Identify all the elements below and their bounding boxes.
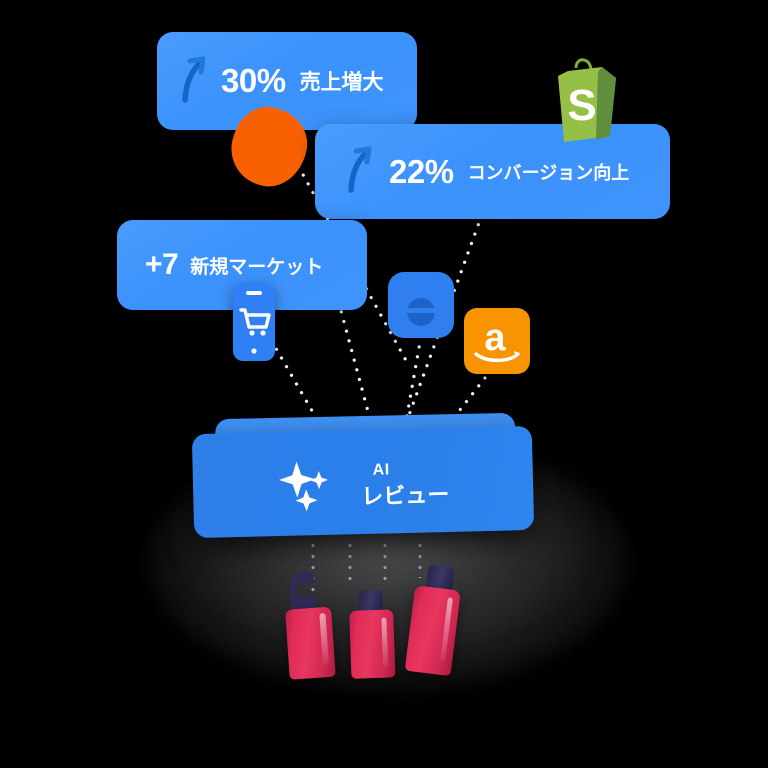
amazon-logo-letter: a [484,317,506,359]
amazon-logo-icon[interactable]: a [464,308,530,374]
trend-up-arrow-icon [177,54,211,109]
store-app-icon[interactable] [388,272,454,338]
mobile-shopping-cart-icon[interactable] [233,283,275,361]
stat-value-conversion: 22% [389,152,454,190]
connector-line-markets [338,306,376,434]
stat-value-markets: +7 [145,248,179,281]
stat-label-sales: 売上増大 [299,71,384,94]
cosmetic-short-bottle [346,589,403,681]
product-drop-line-2 [348,540,352,588]
ai-review-card[interactable]: AI レビュー [191,425,535,539]
trend-up-arrow-icon [343,144,377,199]
ai-card-title: AI [372,461,390,480]
stat-label-markets: 新規マーケット [190,256,324,278]
sparkles-icon [276,456,335,518]
cosmetic-pump-bottle [276,566,348,680]
shopify-logo-icon[interactable]: S [546,58,626,144]
stat-value-sales: 30% [221,62,286,99]
ai-card-subtitle: レビュー [361,482,450,510]
stat-card-conversion[interactable]: 22% コンバージョン向上 [315,124,670,219]
product-drop-line-3 [383,540,387,588]
cosmetic-tall-bottle [402,563,471,679]
shopify-logo-letter: S [567,81,596,130]
stat-label-conversion: コンバージョン向上 [467,162,630,183]
